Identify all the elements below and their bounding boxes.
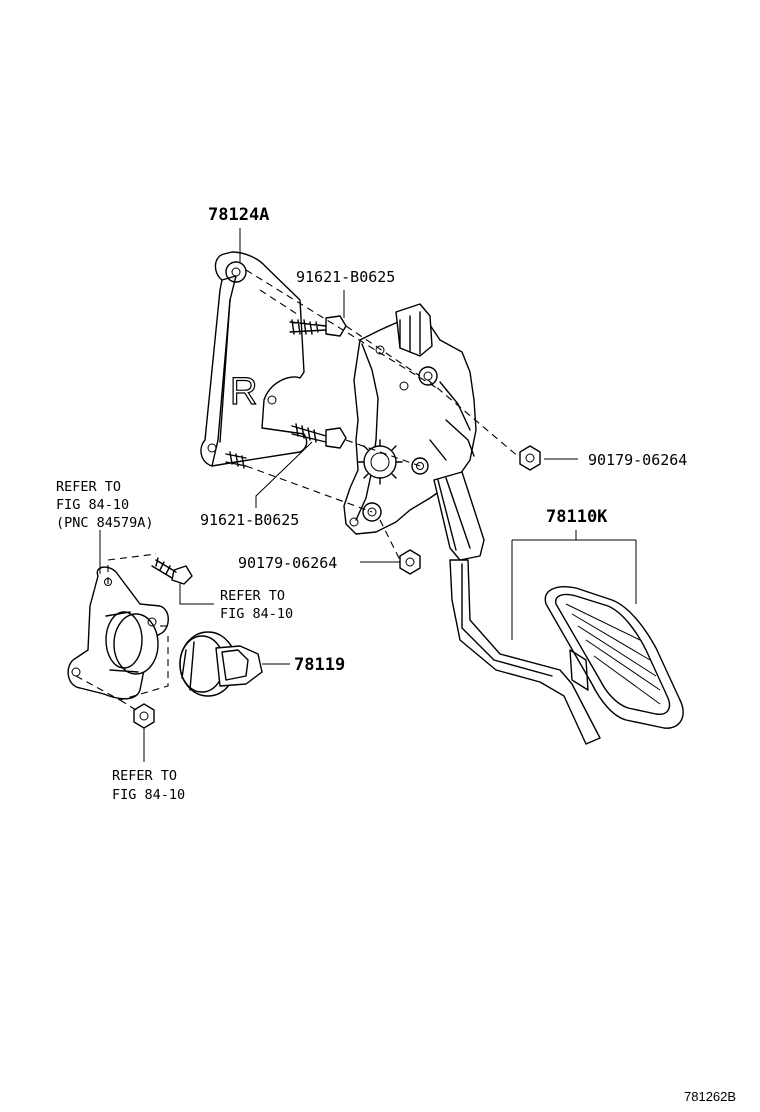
refer-bottom-line1: REFER TO <box>112 768 177 784</box>
label-78124a: 78124A <box>208 205 269 225</box>
assembly-lines <box>75 269 521 711</box>
label-78119: 78119 <box>294 655 345 675</box>
bolt-91621-top <box>289 315 347 337</box>
label-90179-right: 90179-06264 <box>588 451 687 469</box>
pedal-arm-78110k <box>433 471 601 745</box>
nut-90179-bottom <box>399 549 421 575</box>
nut-refer-bottom <box>133 703 155 729</box>
left-mount-bracket <box>67 566 169 700</box>
label-91621-top: 91621-B0625 <box>296 268 395 286</box>
refer-top-left-line1: REFER TO <box>56 479 121 495</box>
refer-mid-line2: FIG 84-10 <box>220 606 293 622</box>
leader-lines <box>99 228 637 762</box>
bolt-91621-mid <box>291 423 347 449</box>
stopper-78119 <box>179 631 263 697</box>
figure-code: 781262B <box>684 1089 736 1104</box>
refer-mid-line1: REFER TO <box>220 588 285 604</box>
refer-top-left-line3: (PNC 84579A) <box>56 515 154 531</box>
bolt-refer-mid <box>151 557 193 585</box>
label-91621-bottom: 91621-B0625 <box>200 511 299 529</box>
label-78110k: 78110K <box>546 507 608 527</box>
bracket-78124a: R <box>200 251 308 467</box>
refer-top-left-line2: FIG 84-10 <box>56 497 129 513</box>
nut-90179-right <box>519 445 541 471</box>
label-90179-bottom: 90179-06264 <box>238 554 337 572</box>
bracket-letter: R <box>230 371 257 413</box>
refer-bottom-line2: FIG 84-10 <box>112 787 185 803</box>
bolt-91621-lower <box>225 451 247 469</box>
pedal-pad <box>544 586 684 729</box>
